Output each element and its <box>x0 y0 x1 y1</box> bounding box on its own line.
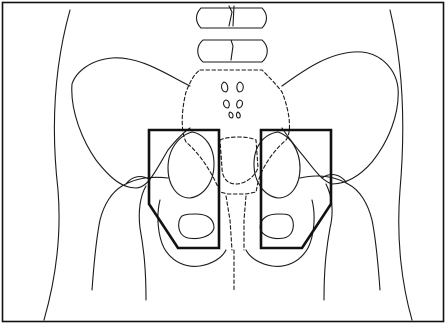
right-ischium <box>246 200 314 266</box>
pubic-symphysis <box>226 196 246 250</box>
left-field-outline <box>149 130 219 248</box>
left-femoral-neck <box>92 177 168 300</box>
sacral-foramen <box>237 112 241 118</box>
sacral-foramen <box>237 82 243 92</box>
lumbar-vertebrae <box>197 6 268 62</box>
sacral-foramen <box>222 82 228 92</box>
left-obturator-foramen <box>179 214 214 239</box>
sacral-foramen <box>229 112 233 118</box>
sacrum-outline <box>182 70 289 194</box>
right-obturator-foramen <box>260 214 293 239</box>
sacral-foramen <box>224 100 230 108</box>
sacral-foramina <box>222 82 244 118</box>
body-outline-right <box>390 10 412 320</box>
coccyx-outline <box>220 137 258 184</box>
left-ilium <box>72 58 190 188</box>
sacral-foramen <box>237 100 243 108</box>
body-outline-left <box>44 10 70 320</box>
